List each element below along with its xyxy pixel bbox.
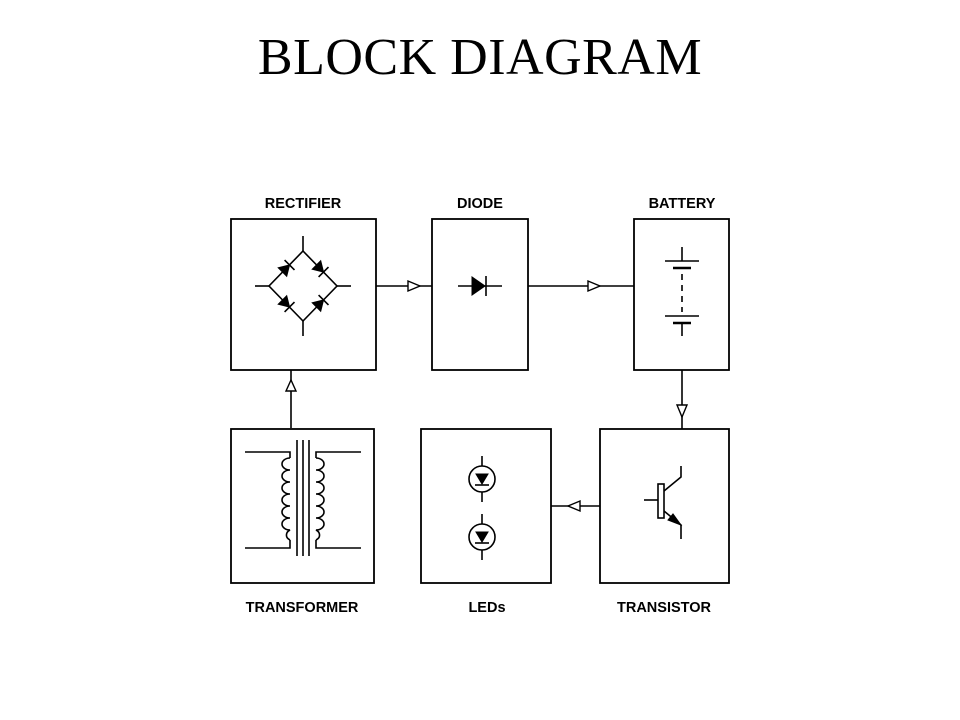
block-rectifier: RECTIFIER xyxy=(230,196,377,371)
transformer-icon xyxy=(245,440,361,556)
block-transformer: TRANSFORMER xyxy=(230,428,375,616)
arrow-transformer-rectifier xyxy=(284,378,298,392)
block-diode: DIODE xyxy=(431,196,529,371)
led-icon xyxy=(468,514,496,560)
rectifier-label: RECTIFIER xyxy=(265,196,342,212)
leds-label: LEDs xyxy=(468,600,505,616)
battery-icon xyxy=(665,247,699,336)
battery-box xyxy=(633,218,730,371)
block-transistor: TRANSISTOR xyxy=(599,428,730,616)
led-icon xyxy=(468,456,496,502)
arrow-diode-battery xyxy=(587,279,602,293)
connections xyxy=(284,279,689,513)
page-title: BLOCK DIAGRAM xyxy=(257,29,703,86)
diode-label: DIODE xyxy=(457,196,503,212)
leds-box xyxy=(420,428,552,584)
arrow-rectifier-diode xyxy=(407,279,422,293)
transistor-label: TRANSISTOR xyxy=(617,600,712,616)
battery-label: BATTERY xyxy=(649,196,716,212)
arrow-transistor-leds xyxy=(566,499,581,513)
arrow-battery-transistor xyxy=(675,404,689,419)
transformer-label: TRANSFORMER xyxy=(246,600,359,616)
transistor-icon xyxy=(644,466,683,539)
block-leds: LEDs xyxy=(420,428,552,616)
bridge-rectifier-icon xyxy=(255,236,351,336)
block-battery: BATTERY xyxy=(633,196,730,371)
diode-box xyxy=(431,218,529,371)
diode-icon xyxy=(458,276,502,296)
